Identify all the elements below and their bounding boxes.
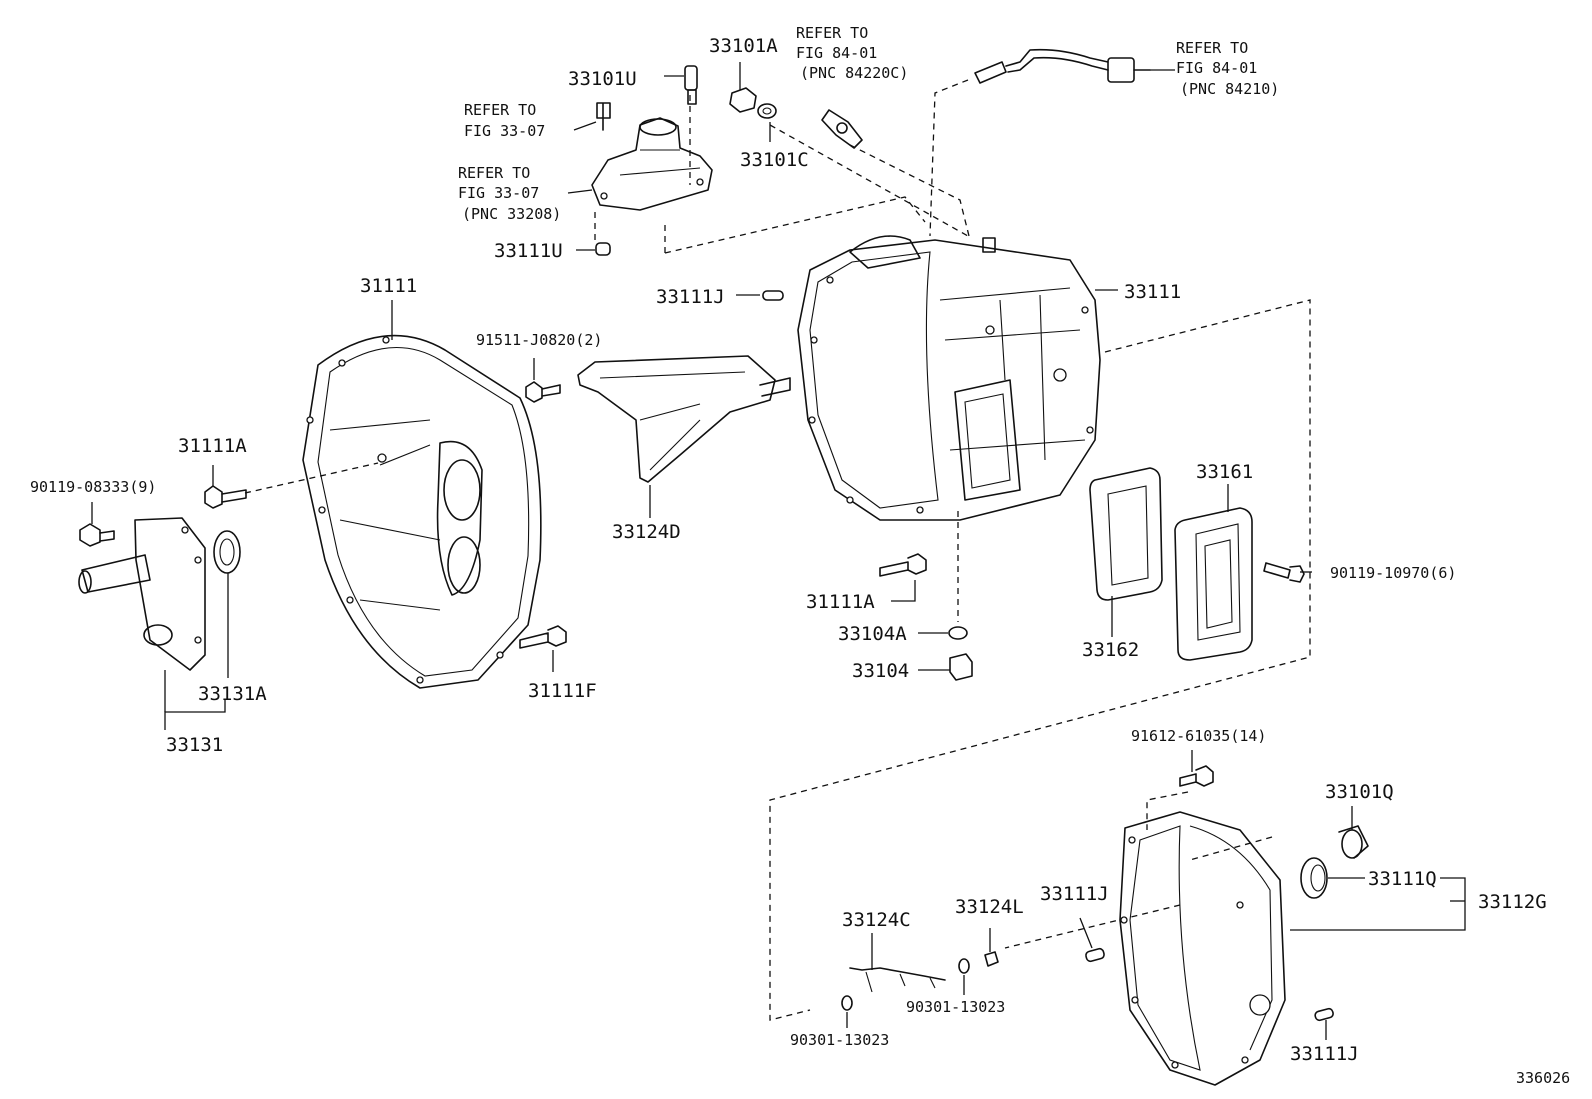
transmission-case-33111: [797, 235, 1101, 521]
bearing-retainer-33131: [78, 517, 206, 671]
label-33101a: 33101A: [709, 35, 778, 57]
label-90301-13023-b: 90301-13023: [906, 998, 1005, 1016]
o-ring-90301-b: [958, 958, 970, 974]
bolt-90119-08333: [79, 523, 115, 547]
label-31111: 31111: [360, 275, 417, 297]
label-33111u: 33111U: [494, 240, 563, 262]
label-33111j-low: 33111J: [1040, 883, 1109, 905]
ref-84210-line1: REFER TO: [1176, 39, 1248, 57]
label-33101u: 33101U: [568, 68, 637, 90]
label-33104a: 33104A: [838, 623, 907, 645]
label-33111j-top: 33111J: [656, 286, 725, 308]
gasket-33162: [1089, 467, 1163, 601]
label-33131: 33131: [166, 734, 223, 756]
plug-33104: [949, 653, 973, 681]
label-31111a-mid: 31111A: [806, 591, 875, 613]
ref-33-07-line1: REFER TO: [464, 101, 536, 119]
part-labels: 33101A 33101U 33101C 33111U 31111 91511-…: [30, 35, 1547, 1065]
extension-housing-33112g: [1119, 811, 1286, 1086]
bolt-31111a-mid: [879, 553, 927, 577]
bolt-91612: [1179, 765, 1214, 787]
label-33162: 33162: [1082, 639, 1139, 661]
speed-sensor-84210: [974, 48, 1151, 84]
ref-84220c-line2: FIG 84-01: [796, 44, 877, 62]
ref-84220c-line1: REFER TO: [796, 24, 868, 42]
leader-lines: [91, 62, 1466, 1040]
clip-33124l: [984, 951, 999, 967]
label-33131a: 33131A: [198, 683, 267, 705]
breather-33101u: [684, 65, 698, 105]
ref-leaders: [567, 121, 597, 194]
label-91612-61035: 91612-61035(14): [1131, 727, 1266, 745]
label-33111q: 33111Q: [1368, 868, 1437, 890]
reference-note-33-07-bolt: REFER TO FIG 33-07: [464, 101, 545, 140]
label-33111: 33111: [1124, 281, 1181, 303]
label-33104: 33104: [852, 660, 909, 682]
bolt-91511: [525, 381, 561, 403]
label-31111f: 31111F: [528, 680, 597, 702]
nut-33101a: [729, 87, 757, 113]
ref-84210-line3: (PNC 84210): [1180, 80, 1279, 98]
pin-33111j-bottom: [1314, 1007, 1334, 1022]
clutch-housing-31111: [302, 334, 542, 689]
speed-sensor-84220c: [821, 109, 863, 149]
label-33111j-bottom: 33111J: [1290, 1043, 1359, 1065]
label-33124c: 33124C: [842, 909, 911, 931]
figure-number: 336026: [1516, 1069, 1570, 1087]
oil-seal-33131a: [213, 530, 241, 574]
pin-33111j-top: [762, 290, 784, 301]
gasket-33104a: [948, 626, 968, 640]
spring-33124c: [849, 967, 946, 993]
reference-note-33208: REFER TO FIG 33-07 (PNC 33208): [458, 164, 561, 223]
label-90119-08333: 90119-08333(9): [30, 478, 156, 496]
bolt-90119-10970: [1263, 562, 1305, 583]
oil-seal-33111q: [1300, 857, 1328, 899]
label-90301-13023-a: 90301-13023: [790, 1031, 889, 1049]
label-90119-10970: 90119-10970(6): [1330, 564, 1456, 582]
ref-33-07-line2: FIG 33-07: [464, 122, 545, 140]
o-ring-90301-a: [841, 995, 853, 1011]
washer-33101c: [757, 103, 777, 119]
label-33161: 33161: [1196, 461, 1253, 483]
reference-note-84210: REFER TO FIG 84-01 (PNC 84210): [1176, 39, 1279, 98]
label-91511-j0820: 91511-J0820(2): [476, 331, 602, 349]
bracket-33124d: [577, 355, 791, 483]
plug-33111u: [595, 242, 611, 256]
pin-33111j-low: [1085, 947, 1105, 963]
ref-84220c-line3: (PNC 84220C): [800, 64, 908, 82]
label-33101q: 33101Q: [1325, 781, 1394, 803]
plug-33101q: [1338, 825, 1369, 859]
label-33112g: 33112G: [1478, 891, 1547, 913]
ref-84210-line2: FIG 84-01: [1176, 59, 1257, 77]
label-33124l: 33124L: [955, 896, 1024, 918]
bolt-31111f: [519, 625, 567, 649]
label-33101c: 33101C: [740, 149, 809, 171]
shift-lever-retainer-cover: [591, 102, 713, 211]
ref-33208-line1: REFER TO: [458, 164, 530, 182]
ref-33208-line2: FIG 33-07: [458, 184, 539, 202]
reference-note-84220c: REFER TO FIG 84-01 (PNC 84220C): [796, 24, 908, 82]
bolt-31111a-left: [204, 485, 247, 509]
cover-33161: [1174, 507, 1253, 661]
label-33124d: 33124D: [612, 521, 681, 543]
dashed-guide-lines: [244, 79, 1311, 1021]
ref-33208-line3: (PNC 33208): [462, 205, 561, 223]
label-31111a-left: 31111A: [178, 435, 247, 457]
